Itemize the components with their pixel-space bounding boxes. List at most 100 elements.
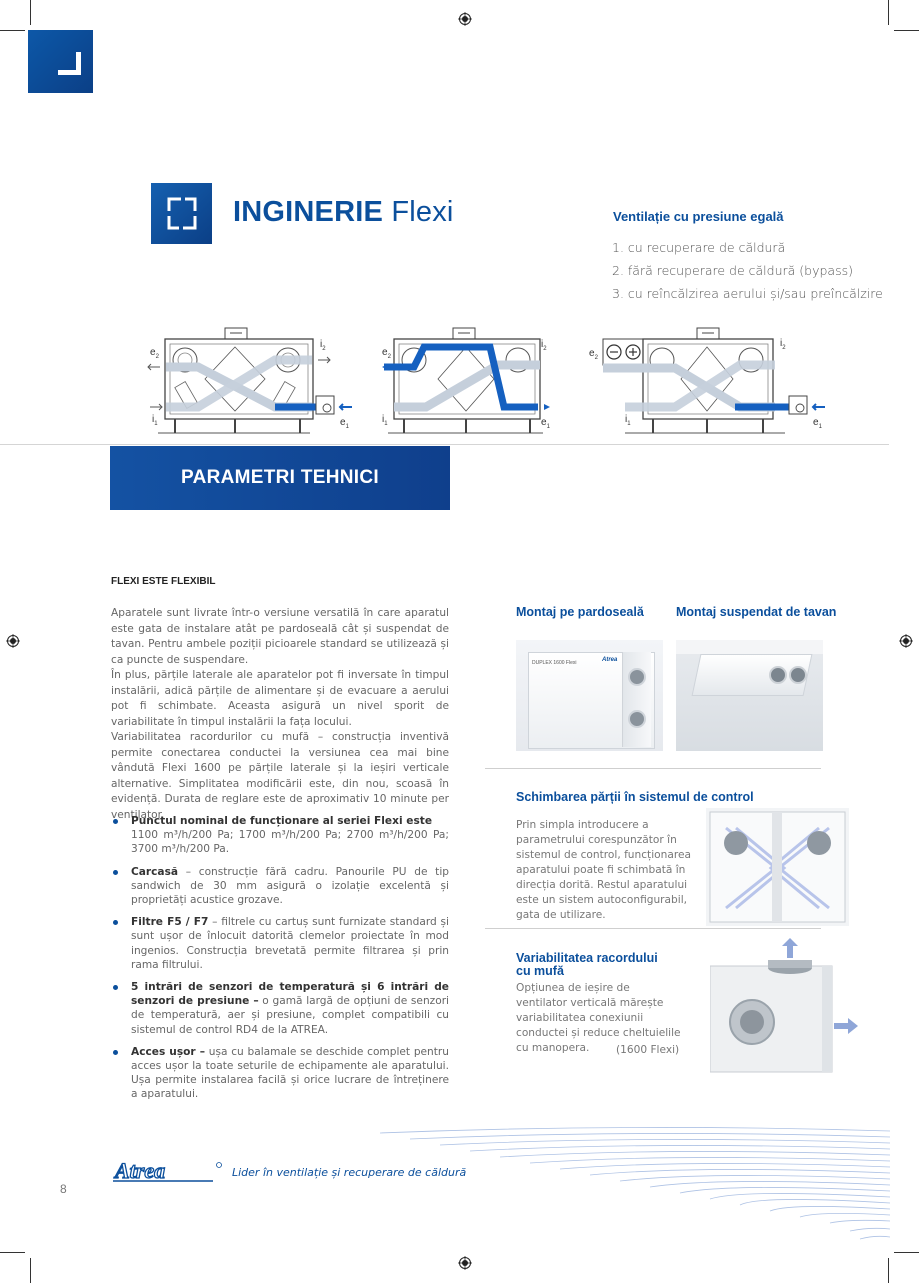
- section-title: PARAMETRI TEHNICI: [181, 467, 379, 488]
- diagram-heat-recovery: e1 e2 i1 i2: [147, 327, 352, 434]
- footer-slogan: Lider în ventilație și recuperare de căl…: [232, 1166, 467, 1179]
- ventilation-heading: Ventilație cu presiune egală: [613, 209, 784, 224]
- floor-mount-photo: DUPLEX 1600 Flexi Atrea: [516, 640, 663, 751]
- corner-tab: [28, 30, 93, 93]
- arrow-icon: [382, 364, 388, 370]
- label-sub: 1: [627, 421, 631, 427]
- supply-duct: [166, 355, 312, 412]
- label-e: e: [813, 417, 819, 428]
- list-item-bold: Punctul nominal de funcționare al seriei…: [131, 815, 433, 827]
- label-sub: 2: [782, 345, 786, 351]
- control-heading: Schimbarea părții în sistemul de control: [516, 790, 754, 804]
- registration-mark-icon: [458, 1256, 472, 1270]
- label-i: i: [382, 414, 384, 425]
- label-e: e: [150, 347, 156, 358]
- svg-text:i1: i1: [152, 414, 158, 427]
- sleeve-photo: [710, 938, 860, 1074]
- svg-text:e1: e1: [340, 417, 350, 430]
- list-item-bold: Acces ușor –: [131, 1045, 206, 1058]
- atrea-logo-text: Atrea: [113, 1158, 165, 1183]
- arrow-icon: [147, 363, 160, 371]
- ceiling-mount-heading: Montaj suspendat de tavan: [676, 605, 837, 619]
- label-sub: 1: [384, 421, 388, 427]
- list-item: 5 intrări de senzori de temperatură și 6…: [111, 980, 449, 1037]
- label-sub: 1: [346, 424, 350, 430]
- label-e: e: [340, 417, 346, 428]
- sleeve-note: (1600 Flexi): [616, 1044, 680, 1056]
- unit-brand: Atrea: [602, 657, 618, 663]
- ventilation-item: 2. fără recuperare de căldură (bypass): [612, 263, 853, 278]
- crop-mark: [0, 30, 25, 31]
- list-item-text: – filtrele cu cartuș sunt furnizate stan…: [131, 916, 449, 971]
- arrow-icon: [318, 356, 331, 364]
- list-item: Punctul nominal de funcționare al seriei…: [111, 814, 449, 857]
- diagram-reheating: e2 i1 i2 e1: [589, 327, 825, 434]
- heater-icon: [625, 344, 641, 360]
- crop-mark: [894, 1252, 919, 1253]
- svg-text:e1: e1: [541, 417, 551, 430]
- ceiling-mount-photo: [676, 640, 823, 751]
- duct-port: [628, 710, 646, 728]
- section-divider: [0, 444, 889, 445]
- corner-bracket-icon: [58, 52, 81, 75]
- svg-text:i1: i1: [382, 414, 388, 427]
- atrea-logo: Atrea: [113, 1158, 222, 1184]
- unit-side: [622, 652, 651, 747]
- list-item-bold: Carcasă: [131, 865, 179, 878]
- label-sub: 2: [156, 354, 160, 360]
- supply-duct: [625, 360, 775, 412]
- paragraph: În plus, părțile laterale ale aparatelor…: [111, 669, 449, 728]
- label-i: i: [541, 339, 543, 350]
- crop-mark: [30, 0, 31, 25]
- svg-text:e1: e1: [813, 417, 823, 430]
- svg-text:e2: e2: [382, 347, 392, 360]
- registration-mark-icon: [6, 634, 20, 648]
- supply-duct: [394, 360, 540, 412]
- section-banner: PARAMETRI TEHNICI: [110, 446, 450, 510]
- list-item: Carcasă – construcție fără cadru. Panour…: [111, 865, 449, 908]
- ventilation-item: 1. cu recuperare de căldură: [612, 240, 786, 255]
- bracket-frame-icon: [167, 197, 197, 230]
- label-sub: 2: [322, 346, 326, 352]
- list-item-text: o gamă largă de opțiuni de senzori de te…: [131, 995, 449, 1036]
- label-e: e: [382, 347, 388, 358]
- page-title: INGINERIE Flexi: [233, 196, 454, 229]
- flexi-heading: FLEXI ESTE FLEXIBIL: [111, 576, 216, 587]
- registration-mark-icon: [458, 12, 472, 26]
- section-divider: [485, 768, 821, 769]
- arrow-right-icon: [848, 1018, 858, 1034]
- label-e: e: [589, 348, 595, 359]
- list-item-text: ușa cu balamale se deschide complet pent…: [131, 1045, 449, 1101]
- list-item-text: – construcție fără cadru. Panourile PU d…: [131, 865, 449, 907]
- label-sub: 2: [595, 355, 599, 361]
- crop-mark: [30, 1258, 31, 1283]
- feature-list: Punctul nominal de funcționare al seriei…: [111, 814, 449, 1110]
- list-item: Acces ușor – ușa cu balamale se deschide…: [111, 1045, 449, 1102]
- page-title-bold: INGINERIE: [233, 196, 384, 228]
- svg-text:e2: e2: [589, 348, 599, 361]
- svg-text:i1: i1: [625, 414, 631, 427]
- unit-label: DUPLEX 1600 Flexi: [532, 660, 577, 666]
- label-sub: 1: [819, 424, 823, 430]
- page-title-light: Flexi: [391, 196, 454, 228]
- control-photo: [706, 808, 849, 926]
- label-sub: 1: [547, 424, 551, 430]
- duct-port: [628, 668, 646, 686]
- fan-outlet-illustration: [710, 938, 858, 1073]
- section-divider: [485, 928, 821, 929]
- label-i: i: [320, 339, 322, 350]
- ceiling: [676, 640, 823, 654]
- heater-box: [788, 395, 808, 415]
- list-item-bold: Filtre F5 / F7: [131, 916, 209, 929]
- engineering-logo: [151, 183, 212, 244]
- list-item: Filtre F5 / F7 – filtrele cu cartuș sunt…: [111, 915, 449, 972]
- registered-icon: [216, 1162, 222, 1168]
- crop-mark: [888, 0, 889, 25]
- label-sub: 1: [154, 421, 158, 427]
- duct-port: [769, 666, 787, 684]
- heater-box: [315, 395, 335, 415]
- arrow-icon: [544, 404, 550, 410]
- arrow-icon: [338, 403, 352, 411]
- duct-port: [789, 666, 807, 684]
- exchanger-illustration: [709, 811, 846, 923]
